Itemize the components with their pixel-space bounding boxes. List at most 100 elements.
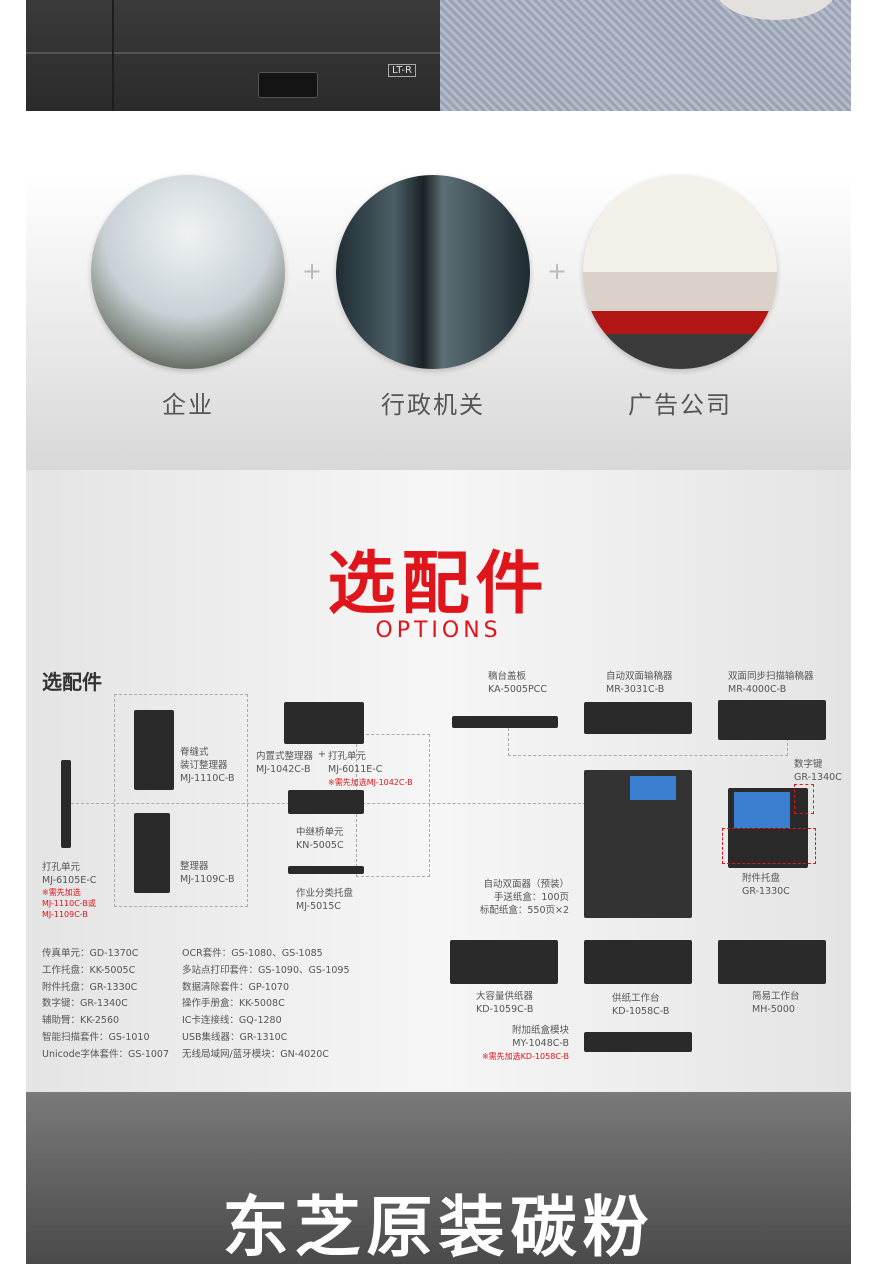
list-item: 智能扫描套件：GS-1010	[42, 1031, 150, 1043]
name: 打孔单元	[328, 751, 367, 762]
scene-label-government: 行政机关	[381, 391, 485, 419]
name: 脊缝式	[180, 747, 209, 758]
name: 双面同步扫描输稿器	[728, 671, 814, 682]
model: KD-1058C-B	[612, 1006, 670, 1017]
list-item: 多站点打印套件：GS-1090、GS-1095	[182, 964, 350, 976]
plus-icon: +	[302, 257, 323, 285]
list-item: 传真单元：GD-1370C	[42, 948, 139, 959]
model: MH-5000	[752, 1004, 795, 1015]
stand-image	[718, 940, 826, 984]
drawer-handle	[258, 72, 318, 98]
main-unit-spec: 自动双面器（预装） 手送纸盒：100页 标配纸盒：550页×2	[480, 878, 569, 917]
name: 大容量供纸器	[476, 991, 534, 1002]
radf-label: 自动双面输稿器 MR-3031C-B	[606, 670, 673, 696]
list-item: OCR套件：GS-1080、GS-1085	[182, 948, 323, 959]
model: GR-1340C	[794, 772, 842, 783]
model: MY-1048C-B	[512, 1038, 569, 1049]
list-item: 操作手册盒：KK-5008C	[182, 998, 285, 1010]
touch-screen	[630, 776, 676, 800]
toner-title: 东芝原装碳粉	[222, 1189, 655, 1266]
punch-unit-image	[61, 760, 71, 848]
options-heading: 选配件	[42, 670, 102, 694]
inner-finisher-label: 内置式整理器 MJ-1042C-B	[256, 750, 313, 776]
spec: 手送纸盒：100页	[493, 892, 569, 903]
name: 数字键	[794, 759, 823, 770]
name: 中继桥单元	[296, 827, 344, 838]
finisher-image	[134, 813, 170, 893]
model: GR-1330C	[742, 886, 790, 897]
copier-logo: LT-R	[388, 64, 416, 77]
name: 附件托盘	[742, 873, 781, 884]
platen-label: 稿台盖板 KA-5005PCC	[488, 670, 547, 696]
spec: 标配纸盒：550页×2	[479, 905, 569, 916]
name: 自动双面输稿器	[606, 671, 673, 682]
name: 整理器	[180, 861, 209, 872]
toner-banner: 东芝原装碳粉	[26, 1092, 851, 1266]
plus-icon: +	[547, 257, 568, 285]
name: 供纸工作台	[612, 993, 660, 1004]
punch-inner-label: 打孔单元 MJ-6011E-C ※需先加选MJ-1042C-B	[328, 750, 413, 789]
model: MJ-6105E-C	[42, 875, 97, 886]
saddle-finisher-label: 脊缝式 装订整理器 MJ-1110C-B	[180, 746, 235, 785]
office-image	[91, 175, 285, 369]
scene-label-enterprise: 企业	[162, 391, 214, 419]
stand-label: 简易工作台 MH-5000	[752, 990, 800, 1016]
model: KA-5005PCC	[488, 684, 547, 695]
note: MJ-1110C-B或	[42, 899, 96, 908]
finisher-group-box	[114, 694, 248, 907]
name: 附加纸盒模块	[511, 1025, 569, 1036]
options-title: 选配件	[327, 545, 550, 624]
note: ※需先加选	[42, 888, 81, 897]
name: 内置式整理器	[256, 751, 314, 762]
name: 稿台盖板	[488, 671, 527, 682]
options-subtitle: OPTIONS	[375, 618, 502, 643]
use-scenes: + + 企业 行政机关 广告公司	[26, 172, 851, 470]
government-building-image	[336, 175, 530, 369]
name: 装订整理器	[180, 760, 228, 771]
model: MJ-5015C	[296, 901, 341, 912]
radf-image	[584, 702, 692, 734]
options-section: 选配件 OPTIONS 选配件 打孔单元 MJ-6105E-C ※需先加选 MJ…	[26, 470, 851, 1092]
bridge-label: 中继桥单元 KN-5005C	[296, 826, 344, 852]
addon-label: 附加纸盒模块 MY-1048C-B ※需先加选KD-1058C-B	[482, 1024, 569, 1063]
list-item: Unicode字体套件：GS-1007	[42, 1048, 170, 1060]
pfc-image	[584, 940, 692, 984]
touch-screen	[734, 792, 790, 828]
lcf-label: 大容量供纸器 KD-1059C-B	[476, 990, 533, 1016]
dsdf-label: 双面同步扫描输稿器 MR-4000C-B	[728, 670, 814, 696]
list-item: USB集线器：GR-1310C	[182, 1031, 288, 1043]
addon-drawer-image	[584, 1032, 692, 1052]
accessory-list-1: 传真单元：GD-1370C 工作托盘：KK-5005C 附件托盘：GR-1330…	[42, 946, 169, 1064]
list-item: 工作托盘：KK-5005C	[42, 964, 136, 976]
hero-photo: LT-R	[26, 0, 851, 111]
note: MJ-1109C-B	[42, 910, 88, 919]
pfc-label: 供纸工作台 KD-1058C-B	[612, 992, 669, 1018]
lcf-image	[450, 940, 558, 984]
copier-image	[26, 0, 440, 111]
model: MJ-1109C-B	[180, 874, 235, 885]
list-item: 辅助臂：KK-2560	[42, 1015, 120, 1027]
ad-agency-image	[583, 175, 777, 369]
model: MJ-6011E-C	[328, 764, 383, 775]
punch-left-label: 打孔单元 MJ-6105E-C ※需先加选 MJ-1110C-B或 MJ-110…	[42, 861, 96, 920]
tray-label: 作业分类托盘 MJ-5015C	[296, 887, 353, 913]
note: ※需先加选KD-1058C-B	[481, 1052, 569, 1061]
note: ※需先加选MJ-1042C-B	[328, 778, 413, 787]
list-item: IC卡连接线：GQ-1280	[182, 1015, 282, 1027]
plus-icon: +	[318, 749, 326, 760]
copier-seam	[26, 52, 440, 54]
name: 打孔单元	[42, 862, 81, 873]
copier-seam	[112, 0, 114, 111]
acc-tray-label: 附件托盘 GR-1330C	[742, 872, 790, 898]
model: KN-5005C	[296, 840, 344, 851]
bridge-unit-image	[288, 790, 364, 814]
list-item: 无线局域网/蓝牙模块：GN-4020C	[182, 1048, 329, 1060]
bowl-image	[716, 0, 836, 20]
scene-label-advertising: 广告公司	[628, 391, 732, 419]
main-copier-image	[584, 770, 692, 918]
spec: 自动双面器（预装）	[483, 879, 569, 890]
saddle-finisher-image	[134, 710, 174, 790]
tray-highlight	[722, 828, 816, 864]
list-item: 附件托盘：GR-1330C	[42, 981, 138, 993]
name: 简易工作台	[752, 991, 800, 1002]
